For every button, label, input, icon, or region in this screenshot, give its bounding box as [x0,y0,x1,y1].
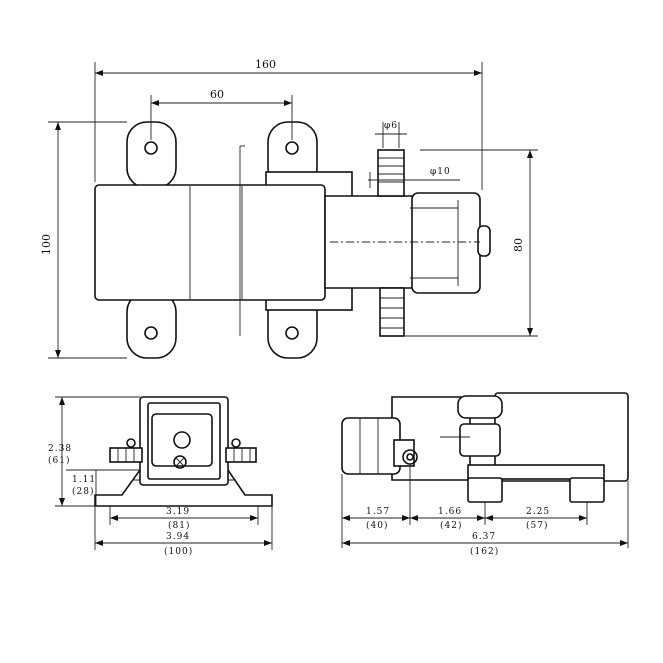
front-view: 1.57 (40) 1.66 (42) 2.25 (57) 6.37 (162) [341,392,629,557]
mount-hole-top-right [285,141,299,155]
side-view: 2.38 (61) 1.11 (28) 3.19 (81) 3.94 (100) [48,396,273,557]
front-foot-right [569,477,605,503]
front-base-rail [467,464,605,480]
front-collar [457,395,503,419]
top-view: 160 60 100 80 φ6 φ10 [40,58,538,359]
dim-outlet-diameter: φ10 [430,167,451,177]
mount-hole-bottom-right [285,326,299,340]
motor-body [94,184,326,301]
front-total-mm: (162) [470,546,499,557]
mount-ear-top-left [126,121,177,189]
front-total-in: 6.37 [472,532,496,542]
outlet-fitting [379,287,405,337]
dim-length: 160 [255,58,276,71]
side-barb-right [225,447,257,463]
front-seg2-mm: (42) [440,520,462,531]
side-screw [173,455,187,469]
pump-cap [477,225,491,257]
dim-width: 100 [40,234,53,255]
inlet-fitting [377,149,405,197]
mount-hole-bottom-left [144,326,158,340]
side-height-mm: (61) [48,455,70,466]
dim-inlet-diameter: φ6 [384,121,398,131]
front-seg1-mm: (40) [366,520,388,531]
front-seg1-in: 1.57 [366,507,390,517]
side-outer-mm: (100) [164,546,193,557]
side-port [173,431,191,449]
mount-ear-bottom-left [126,291,177,359]
outlet-barb [379,287,405,337]
front-foot-left [467,477,503,503]
front-pump-head [341,417,401,475]
inlet-barb [377,149,405,197]
dim-height: 80 [512,238,525,252]
front-seg3-mm: (57) [526,520,548,531]
front-seg2-in: 1.66 [438,507,462,517]
side-inner-in: 3.19 [166,507,190,517]
side-inner-mm: (81) [168,520,190,531]
side-outer-in: 3.94 [166,532,190,542]
mount-hole-top-left [144,141,158,155]
side-base-mm: (28) [72,486,94,497]
dim-mount-spacing: 60 [210,88,224,101]
side-base-in: 1.11 [72,475,96,485]
side-height-in: 2.38 [48,444,72,454]
front-seg3-in: 2.25 [526,507,550,517]
front-clamp [459,423,501,457]
side-pump-face [151,413,213,467]
